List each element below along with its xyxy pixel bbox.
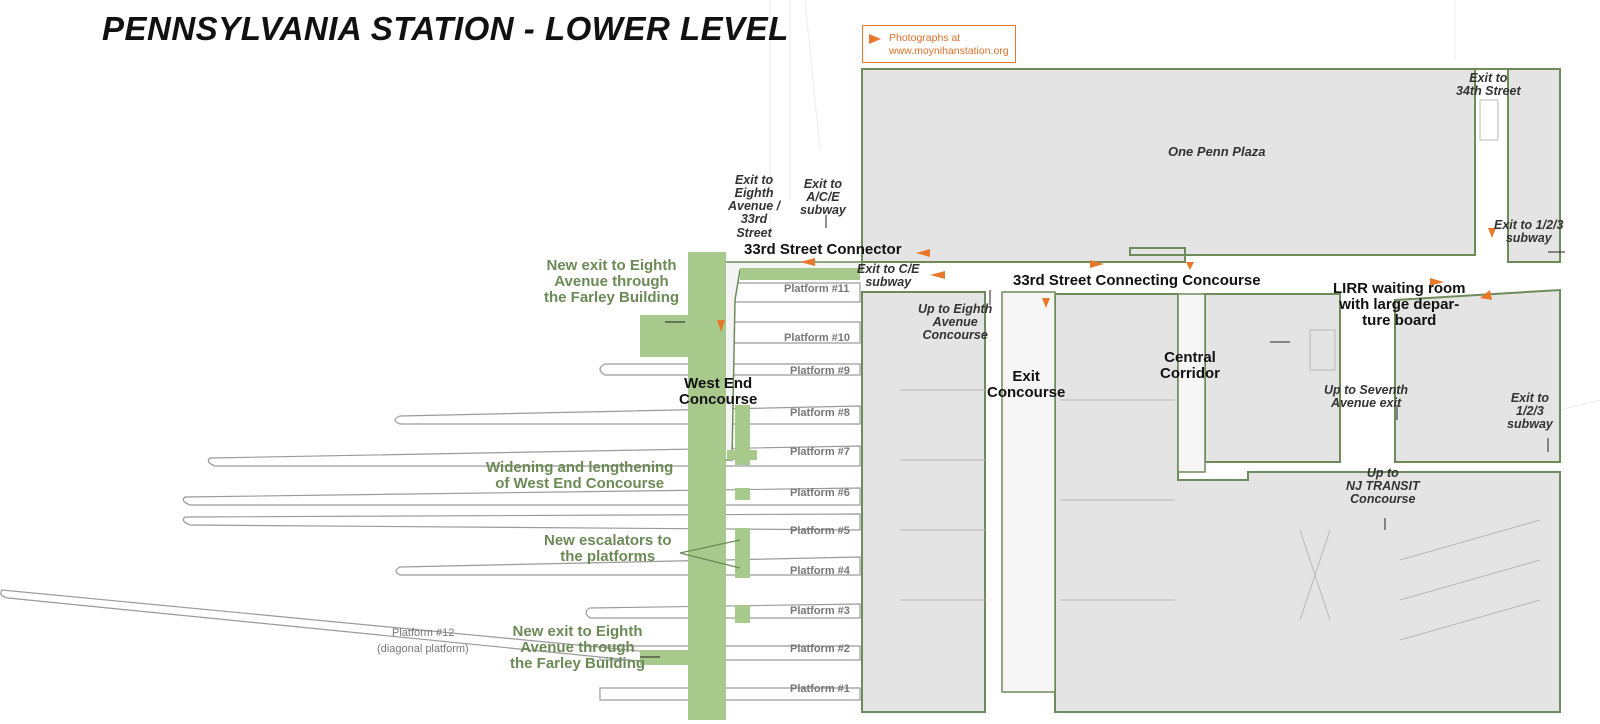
platform-label: Platform #9 [790,365,850,377]
photo-marker [800,258,815,266]
platform-label: Platform #2 [790,643,850,655]
platform-label: Platform #7 [790,446,850,458]
corridors [1001,291,1206,693]
new-exit-bottom-label: New exit to Eighth Avenue through the Fa… [510,623,646,672]
exit-eighth-ave-33rd-label: Exit to Eighth Avenue / 33rd Street [728,173,781,240]
platform-label: Platform #6 [790,487,850,499]
one-penn-plaza-label: One Penn Plaza [1168,144,1266,159]
platform-label: Platform #1 [790,683,850,695]
widening-label: Widening and lengthening of West End Con… [486,459,674,492]
building-detail [900,99,1541,641]
photo-markers [717,228,1496,332]
direction-arrows [640,215,1565,658]
photo-marker [1480,290,1492,300]
orange-triangle-icon [869,34,881,44]
photo-marker [1186,262,1194,270]
legend-text: Photographs at www.moynihanstation.org [889,32,1009,57]
platform-label: Platform #10 [784,332,851,344]
new-exit-top-label: New exit to Eighth Avenue through the Fa… [544,257,680,306]
exit-34th-street-label: Exit to 34th Street [1456,71,1521,99]
west-end-concourse-label: West End Concourse [679,375,758,408]
photo-marker [1042,298,1050,308]
connector-label: 33rd Street Connector [744,241,902,258]
connecting-concourse-label: 33rd Street Connecting Concourse [1013,272,1261,289]
photo-legend[interactable]: Photographs at www.moynihanstation.org [862,25,1016,63]
up-eighth-ave-concourse-label: Up to Eighth Avenue Concourse [918,302,993,343]
photo-marker [1430,278,1444,286]
platform-12-note: (diagonal platform) [377,643,469,655]
exit-ce-subway-label: Exit to C/E subway [857,262,920,290]
up-nj-transit-label: Up to NJ TRANSIT Concourse [1346,466,1420,507]
photo-marker [1488,228,1496,238]
platform-12-label: Platform #12 [392,627,455,639]
escalators-label: New escalators to the platforms [544,532,672,565]
proposed-west-end-concourse [640,252,860,720]
up-seventh-ave-exit-label: Up to Seventh Avenue exit [1324,383,1409,411]
platform-label: Platform #3 [790,605,850,617]
photo-marker [930,271,945,279]
exit-123-subway-top-label: Exit to 1/2/3 subway [1494,218,1564,246]
photo-marker [717,320,725,332]
platform-label: Platform #8 [790,407,850,419]
platform-label: Platform #5 [790,525,850,537]
platform-label: Platform #11 [784,283,850,295]
page-title: PENNSYLVANIA STATION - LOWER LEVEL [102,10,789,47]
exit-ace-subway-label: Exit to A/C/E subway [800,177,846,218]
platform-label: Platform #4 [790,565,850,577]
central-corridor-label: Central Corridor [1160,349,1220,382]
escalator-pointers [679,539,741,569]
station-building [861,68,1561,713]
exit-concourse-label: Exit Concourse [987,368,1066,401]
lirr-waiting-room-label: LIRR waiting room with large depar- ture… [1333,280,1466,329]
exit-123-subway-right-label: Exit to 1/2/3 subway [1507,391,1553,432]
photo-marker [916,249,930,257]
photo-marker [1090,260,1104,268]
